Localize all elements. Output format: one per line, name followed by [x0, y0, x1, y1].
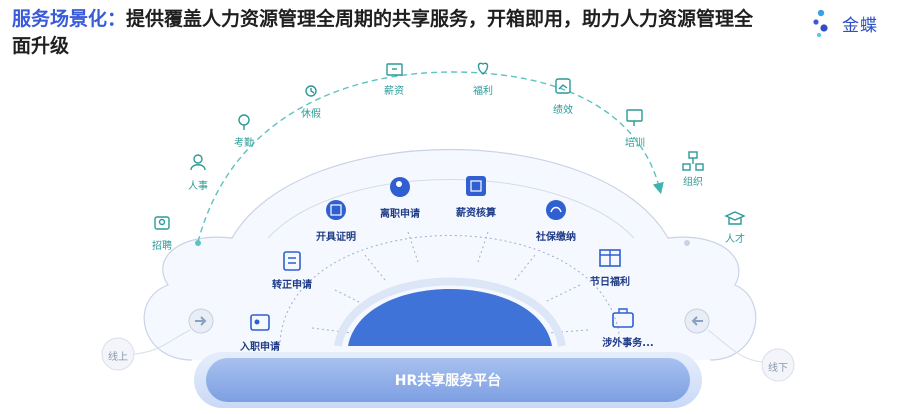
social-security-icon — [546, 200, 566, 220]
logo-text: 金蝶 — [842, 16, 878, 36]
title-highlight: 服务场景化： — [12, 8, 127, 30]
outer-label-personnel: 人事 — [188, 181, 208, 192]
briefcase-icon — [612, 308, 634, 328]
certificate-icon — [326, 200, 346, 220]
inner-label-certificate: 开具证明 — [316, 232, 356, 243]
outer-label-training: 培训 — [625, 138, 645, 149]
gift-icon — [599, 249, 621, 267]
inner-label-foreign: 涉外事务... — [602, 338, 654, 349]
resign-icon — [390, 177, 410, 197]
recruit-icon — [154, 216, 170, 230]
offline-tag: 线下 — [768, 363, 788, 374]
outer-label-recruit: 招聘 — [152, 241, 172, 252]
outer-label-talent: 人才 — [725, 234, 745, 245]
leave-icon — [305, 85, 317, 97]
outer-label-performance: 绩效 — [553, 105, 573, 116]
platform-label: HR共享服务平台 — [394, 373, 502, 389]
onboard-icon — [250, 314, 270, 331]
platform-bar: HR共享服务平台 — [194, 352, 702, 408]
inner-label-holiday: 节日福利 — [590, 277, 630, 288]
title-text: 提供覆盖人力资源管理全周期的共享服务，开箱即用，助力人力资源管理全面升级 — [12, 8, 754, 57]
training-icon — [626, 109, 643, 126]
personnel-icon — [190, 154, 206, 171]
cloud-outline — [143, 148, 757, 361]
talent-icon — [724, 211, 746, 225]
online-circle-icon — [188, 308, 214, 334]
organization-icon — [682, 151, 704, 171]
inner-arc — [279, 235, 621, 343]
inner-label-payroll: 薪资核算 — [456, 208, 496, 219]
inner-label-onboard: 入职申请 — [240, 342, 280, 353]
offline-circle-icon — [684, 308, 710, 334]
performance-icon — [555, 78, 571, 94]
outer-label-attendance: 考勤 — [234, 138, 254, 149]
attendance-icon — [238, 114, 250, 130]
connector-lines — [311, 231, 589, 334]
payroll-icon — [466, 176, 486, 196]
salary-icon — [386, 63, 403, 76]
online-tag: 线上 — [108, 352, 128, 363]
platform-dome — [348, 289, 552, 346]
inner-label-confirm: 转正申请 — [272, 280, 312, 291]
lifecycle-arc — [197, 71, 664, 243]
page-title: 服务场景化：提供覆盖人力资源管理全周期的共享服务，开箱即用，助力人力资源管理全面… — [12, 6, 772, 60]
benefit-icon — [477, 62, 489, 75]
outer-label-salary: 薪资 — [384, 86, 404, 97]
confirm-icon — [283, 251, 301, 271]
inner-label-resign: 离职申请 — [380, 209, 420, 220]
outer-label-benefit: 福利 — [473, 86, 493, 97]
outer-label-organization: 组织 — [683, 177, 703, 188]
platform-inner: HR共享服务平台 — [206, 358, 690, 402]
inner-label-social-security: 社保缴纳 — [536, 232, 576, 243]
kingdee-logo: 金蝶 — [812, 8, 902, 38]
outer-label-leave: 休假 — [301, 109, 321, 120]
logo-dots-icon — [813, 9, 828, 37]
